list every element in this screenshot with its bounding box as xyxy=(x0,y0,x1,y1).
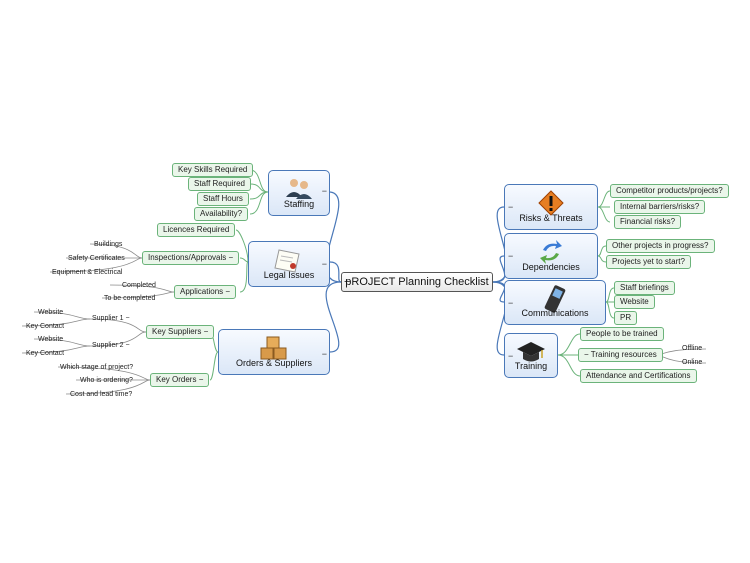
training-people-item[interactable]: People to be trained xyxy=(580,327,664,341)
dependency-item[interactable]: Other projects in progress? xyxy=(606,239,715,253)
inspections-node[interactable]: Inspections/Approvals − xyxy=(142,251,240,265)
supplier-1-label: Supplier 1 xyxy=(92,315,124,322)
legal-issues-label: Legal Issues xyxy=(263,270,315,280)
legal-issues-topic[interactable]: Legal Issues − xyxy=(248,241,330,287)
graduation-cap-icon xyxy=(517,342,545,362)
supplier-1-node[interactable]: Supplier 1 − xyxy=(92,314,130,323)
dependencies-topic[interactable]: Dependencies − xyxy=(504,233,598,279)
applications-label: Applications xyxy=(180,287,224,296)
people-icon xyxy=(286,179,312,199)
communications-toggle[interactable]: − xyxy=(508,298,514,308)
communications-label: Communications xyxy=(521,308,589,318)
training-resources-label: Training resources xyxy=(590,350,657,359)
training-topic[interactable]: Training − xyxy=(504,333,558,378)
training-label: Training xyxy=(514,361,548,371)
key-order-leaf[interactable]: Cost and lead time? xyxy=(70,391,133,398)
orders-suppliers-topic[interactable]: Orders & Suppliers − xyxy=(218,329,330,375)
central-toggle[interactable]: − xyxy=(344,276,351,288)
dependency-item[interactable]: Projects yet to start? xyxy=(606,255,691,269)
risks-threats-label: Risks & Threats xyxy=(519,213,583,223)
supplier-1-toggle[interactable]: − xyxy=(125,315,130,322)
orders-suppliers-label: Orders & Suppliers xyxy=(235,358,313,368)
applications-node[interactable]: Applications − xyxy=(174,285,237,299)
communications-item[interactable]: Staff briefings xyxy=(614,281,675,295)
legal-item[interactable]: Licences Required xyxy=(157,223,236,237)
staffing-item[interactable]: Staff Required xyxy=(188,177,251,191)
key-orders-label: Key Orders xyxy=(156,375,197,384)
inspection-leaf[interactable]: Safety Certificates xyxy=(68,255,125,262)
key-suppliers-toggle[interactable]: − xyxy=(203,327,209,336)
warning-icon xyxy=(538,190,564,216)
supplier-leaf[interactable]: Key Contact xyxy=(26,323,65,330)
supplier-leaf[interactable]: Website xyxy=(38,336,64,343)
central-topic[interactable]: −pROJECT Planning Checklist xyxy=(341,272,493,292)
training-resource-leaf[interactable]: Online xyxy=(682,359,703,366)
staffing-topic[interactable]: Staffing − xyxy=(268,170,330,216)
training-resources-node[interactable]: − Training resources xyxy=(578,348,663,362)
inspection-leaf[interactable]: Buildings xyxy=(94,241,123,248)
staffing-item[interactable]: Availability? xyxy=(194,207,249,221)
key-suppliers-label: Key Suppliers xyxy=(152,327,202,336)
training-attendance-item[interactable]: Attendance and Certifications xyxy=(580,369,697,383)
key-orders-toggle[interactable]: − xyxy=(198,375,204,384)
risk-item[interactable]: Financial risks? xyxy=(614,215,682,229)
application-leaf[interactable]: To be completed xyxy=(104,295,156,302)
staffing-item[interactable]: Key Skills Required xyxy=(172,163,254,177)
orders-toggle[interactable]: − xyxy=(321,349,327,359)
dependencies-label: Dependencies xyxy=(522,262,580,272)
supplier-2-label: Supplier 2 xyxy=(92,342,124,349)
mobile-phone-icon xyxy=(544,285,566,313)
legal-toggle[interactable]: − xyxy=(321,259,327,269)
inspection-leaf[interactable]: Equipment & Electrical xyxy=(52,269,123,276)
training-resources-toggle[interactable]: − xyxy=(584,350,589,359)
supplier-leaf[interactable]: Website xyxy=(38,309,64,316)
staffing-toggle[interactable]: − xyxy=(321,186,327,196)
supplier-2-toggle[interactable]: − xyxy=(125,342,130,349)
dependencies-toggle[interactable]: − xyxy=(508,251,514,261)
risks-toggle[interactable]: − xyxy=(508,202,514,212)
staffing-item[interactable]: Staff Hours xyxy=(197,192,249,206)
boxes-icon xyxy=(260,336,287,360)
supplier-leaf[interactable]: Key Contact xyxy=(26,350,65,357)
inspections-toggle[interactable]: − xyxy=(228,253,234,262)
application-leaf[interactable]: Completed xyxy=(122,282,156,289)
key-orders-node[interactable]: Key Orders − xyxy=(150,373,210,387)
arrows-cycle-icon xyxy=(540,240,562,264)
key-order-leaf[interactable]: Which stage of project? xyxy=(60,364,134,371)
risk-item[interactable]: Competitor products/projects? xyxy=(610,184,729,198)
risk-item[interactable]: Internal barriers/risks? xyxy=(614,200,706,214)
risks-threats-topic[interactable]: Risks & Threats − xyxy=(504,184,598,230)
training-toggle[interactable]: − xyxy=(508,351,514,361)
training-resource-leaf[interactable]: Offline xyxy=(682,345,703,352)
key-order-leaf[interactable]: Who is ordering? xyxy=(80,377,133,384)
supplier-2-node[interactable]: Supplier 2 − xyxy=(92,341,130,350)
central-topic-label: pROJECT Planning Checklist xyxy=(345,276,489,288)
communications-item[interactable]: PR xyxy=(614,311,638,325)
applications-toggle[interactable]: − xyxy=(225,287,231,296)
legal-document-icon xyxy=(274,249,300,273)
key-suppliers-node[interactable]: Key Suppliers − xyxy=(146,325,215,339)
communications-item[interactable]: Website xyxy=(614,295,655,309)
inspections-label: Inspections/Approvals xyxy=(148,253,227,262)
staffing-label: Staffing xyxy=(283,199,315,209)
communications-topic[interactable]: Communications − xyxy=(504,280,606,325)
